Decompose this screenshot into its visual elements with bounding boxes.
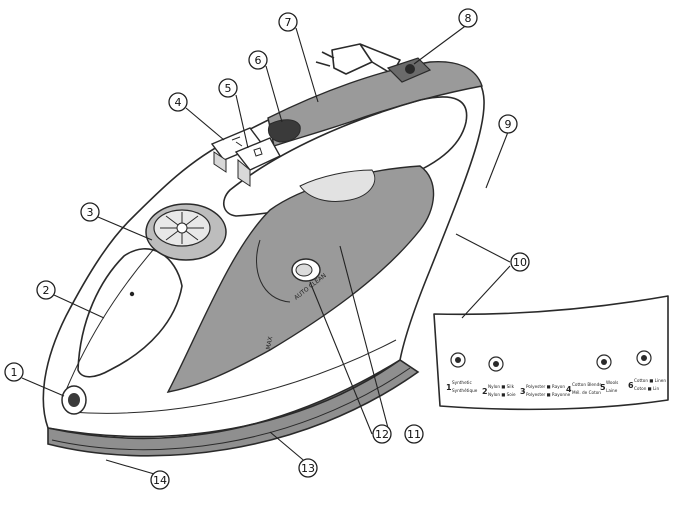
cord-release-knob-icon[interactable] [61, 385, 87, 415]
callout-number: 12 [375, 428, 389, 441]
callout-5: 5 [218, 78, 238, 98]
callout-circle [4, 362, 24, 382]
water-fill-lid [77, 248, 183, 378]
water-tank-top-panel [267, 61, 483, 147]
callout-circle [150, 470, 170, 490]
power-plug-icon [315, 43, 401, 75]
callout-number: 10 [513, 256, 527, 269]
callout-number: 5 [225, 82, 232, 95]
iron-illustration: AUTO CLEAN MAX [42, 43, 485, 457]
callout-number: 9 [505, 118, 512, 131]
callout-number: 6 [255, 54, 262, 67]
callout-circle [404, 424, 424, 444]
setting-dots [450, 350, 652, 372]
callout-11: 11 [404, 424, 424, 444]
callout-2: 2 [36, 280, 56, 300]
setting-label-en: Polyester ■ Rayon [526, 384, 565, 389]
callout-number: 2 [43, 284, 50, 297]
callout-number: 11 [407, 428, 421, 441]
callout-12: 12 [372, 424, 392, 444]
callout-4: 4 [168, 92, 188, 112]
callout-circle [80, 202, 100, 222]
setting-number: 3 [520, 387, 526, 396]
setting-label-fr: Laine [606, 388, 618, 393]
setting-label-fr: Mél. de Coton [572, 390, 601, 395]
callout-circle [168, 92, 188, 112]
steam-burst-button[interactable] [234, 137, 281, 187]
setting-label-fr: Synthétique [452, 388, 478, 393]
indicator-light-icon [386, 57, 432, 83]
callout-circle [298, 458, 318, 478]
callout-number: 14 [153, 474, 167, 487]
callout-7: 7 [278, 12, 298, 32]
setting-number: 1 [446, 383, 452, 392]
callout-circle [498, 114, 518, 134]
callout-circle [36, 280, 56, 300]
setting-number: 2 [482, 387, 488, 396]
callout-13: 13 [298, 458, 318, 478]
setting-label-en: Synthetic [452, 380, 472, 385]
setting-label-fr: Nylon ■ Soie [488, 392, 516, 397]
steam-control-icon[interactable] [267, 119, 301, 143]
callout-number: 8 [465, 12, 472, 25]
callout-10: 10 [510, 252, 530, 272]
callout-number: 4 [175, 96, 182, 109]
setting-label-en: Cotton Blends [572, 382, 601, 387]
setting-label-en: Cotton ■ Linen [634, 378, 666, 383]
callout-8: 8 [458, 8, 478, 28]
callout-number: 1 [11, 366, 18, 379]
callout-leaders [21, 23, 511, 479]
setting-label-en: Nylon ■ Silk [488, 384, 515, 389]
callout-3: 3 [80, 202, 100, 222]
callout-6: 6 [248, 50, 268, 70]
callout-number: 3 [87, 206, 94, 219]
setting-label-en: Wools [606, 380, 618, 385]
callout-circle [278, 12, 298, 32]
setting-number: 5 [600, 383, 606, 392]
self-clean-button[interactable] [291, 258, 321, 282]
temperature-dial-icon[interactable] [145, 203, 227, 261]
callout-9: 9 [498, 114, 518, 134]
body-label: MAX [265, 336, 274, 350]
setting-label-fr: Polyester ■ Rayonne [526, 392, 571, 397]
setting-label-fr: Coton ■ Lin [634, 386, 659, 391]
callout-circle [218, 78, 238, 98]
callout-circle [248, 50, 268, 70]
setting-number: 6 [628, 381, 634, 390]
callout-1: 1 [4, 362, 24, 382]
callout-circle [510, 252, 530, 272]
callout-14: 14 [150, 470, 170, 490]
callout-number: 13 [301, 462, 315, 475]
callout-circle [372, 424, 392, 444]
callout-circle [458, 8, 478, 28]
setting-number: 4 [566, 385, 572, 394]
callout-number: 7 [285, 16, 292, 29]
